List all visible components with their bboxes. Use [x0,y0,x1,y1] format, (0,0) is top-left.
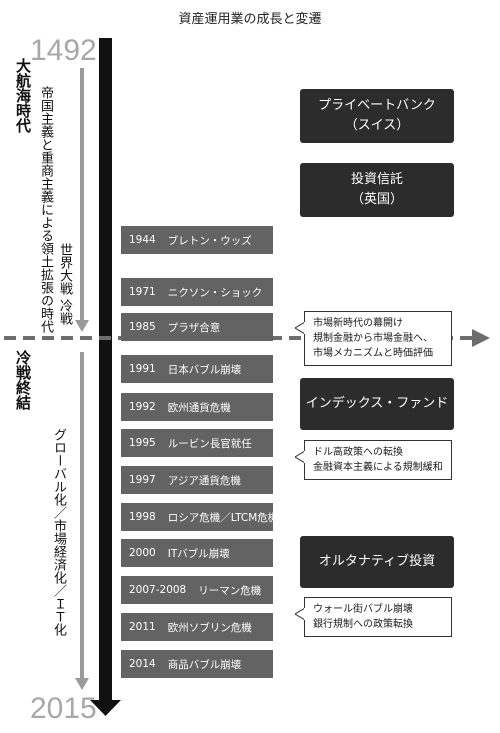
era-label-age-of-discovery: 大航海時代 [14,58,32,133]
event-label: リーマン危機 [198,584,262,597]
event-year: 2007-2008 [129,584,187,596]
event-box-1998: 1998 ロシア危機／LTCM危機 [121,503,278,531]
event-box-2011: 2011 欧州ソブリン危機 [121,613,273,641]
investment-box-alternative: オルタナティブ投資 [300,536,454,588]
event-label: 欧州ソブリン危機 [167,621,252,634]
event-year: 2011 [129,621,156,633]
callout-line: 金融資本主義による規制緩和 [313,462,443,473]
callout-2007-2008: ウォール街バブル崩壊 銀行規制への政策転換 [295,597,452,637]
callout-1995: ドル高政策への転換 金融資本主義による規制緩和 [295,440,452,480]
event-year: 2000 [129,547,156,559]
event-box-1991: 1991 日本バブル崩壊 [121,355,273,383]
era-label-globalization: グローバル化／市場経済化／ＩＴ化 [51,428,66,636]
event-box-1971: 1971 ニクソン・ショック [121,278,273,306]
event-year: 1944 [129,234,156,246]
callout-line: 銀行規制への政策転換 [313,619,413,630]
callout-line: ウォール街バブル崩壊 [313,604,413,615]
investment-name: インデックス・ファンド [305,396,449,411]
investment-name: 投資信託 [350,172,403,187]
event-label: プラザ合意 [167,321,221,334]
event-box-1992: 1992 欧州通貨危機 [121,393,273,421]
callout-1985: 市場新時代の幕開け 規制金融から市場金融へ、 市場メカニズムと時価評価 [295,311,452,366]
event-label: ブレトン・ウッズ [167,234,252,247]
era-label-end-of-cold-war: 冷戦終結 [14,350,32,410]
event-label: ニクソン・ショック [167,286,263,299]
event-year: 1985 [129,321,156,333]
callout-line: 規制金融から市場金融へ、 [313,333,433,344]
timeline-axis-arrowhead [90,700,121,716]
investment-box-index-fund: インデックス・ファンド [300,378,454,430]
event-label: ルービン長官就任 [167,437,252,450]
era-label-world-war-cold-war: 世界大戦 冷戦 [57,243,72,326]
event-label: ロシア危機／LTCM危機 [167,511,279,524]
event-box-1944: 1944 ブレトン・ウッズ [121,226,273,254]
callout-pointer [295,322,305,334]
event-year: 1998 [129,511,156,523]
callout-line: ドル高政策への転換 [313,447,403,458]
event-label: 商品バブル崩壊 [167,658,242,671]
callout-line: 市場メカニズムと時価評価 [313,348,433,359]
callout-pointer [295,608,305,620]
event-label: ITバブル崩壊 [167,547,230,560]
start-year-label: 1492 [30,34,97,67]
investment-name: オルタナティブ投資 [318,554,436,569]
event-year: 2014 [129,658,156,670]
diagram-title: 資産運用業の成長と変遷 [178,12,322,27]
event-year: 1997 [129,474,156,486]
event-box-2014: 2014 商品バブル崩壊 [121,650,273,678]
event-year: 1992 [129,401,156,413]
event-box-2007-2008: 2007-2008 リーマン危機 [121,576,273,604]
event-box-2000: 2000 ITバブル崩壊 [121,539,273,567]
timeline-axis [99,38,112,702]
event-label: 欧州通貨危機 [167,401,231,414]
event-box-1995: 1995 ルービン長官就任 [121,429,273,457]
event-label: 日本バブル崩壊 [167,363,242,376]
era-label-imperialism: 帝国主義と重商主義による領土拡張の時代 [38,86,53,333]
event-box-1985: 1985 プラザ合意 [121,313,273,341]
end-year-label: 2015 [30,692,97,725]
investment-box-investment-trust: 投資信託 （英国） [300,163,454,217]
investment-box-private-bank: プライベートバンク （スイス） [300,89,454,143]
era-divider-arrowhead [472,329,490,347]
event-year: 1995 [129,437,156,449]
callout-line: 市場新時代の幕開け [313,318,403,329]
callout-pointer [295,451,305,463]
investment-origin: （スイス） [344,118,410,133]
event-year: 1991 [129,363,156,375]
era-arrow-upper-head [75,320,89,332]
investment-name: プライベートバンク [318,98,436,113]
event-year: 1971 [129,286,156,298]
era-arrow-lower-head [75,678,89,690]
event-label: アジア通貨危機 [167,474,241,487]
investment-origin: （英国） [350,192,403,207]
event-box-1997: 1997 アジア通貨危機 [121,466,273,494]
